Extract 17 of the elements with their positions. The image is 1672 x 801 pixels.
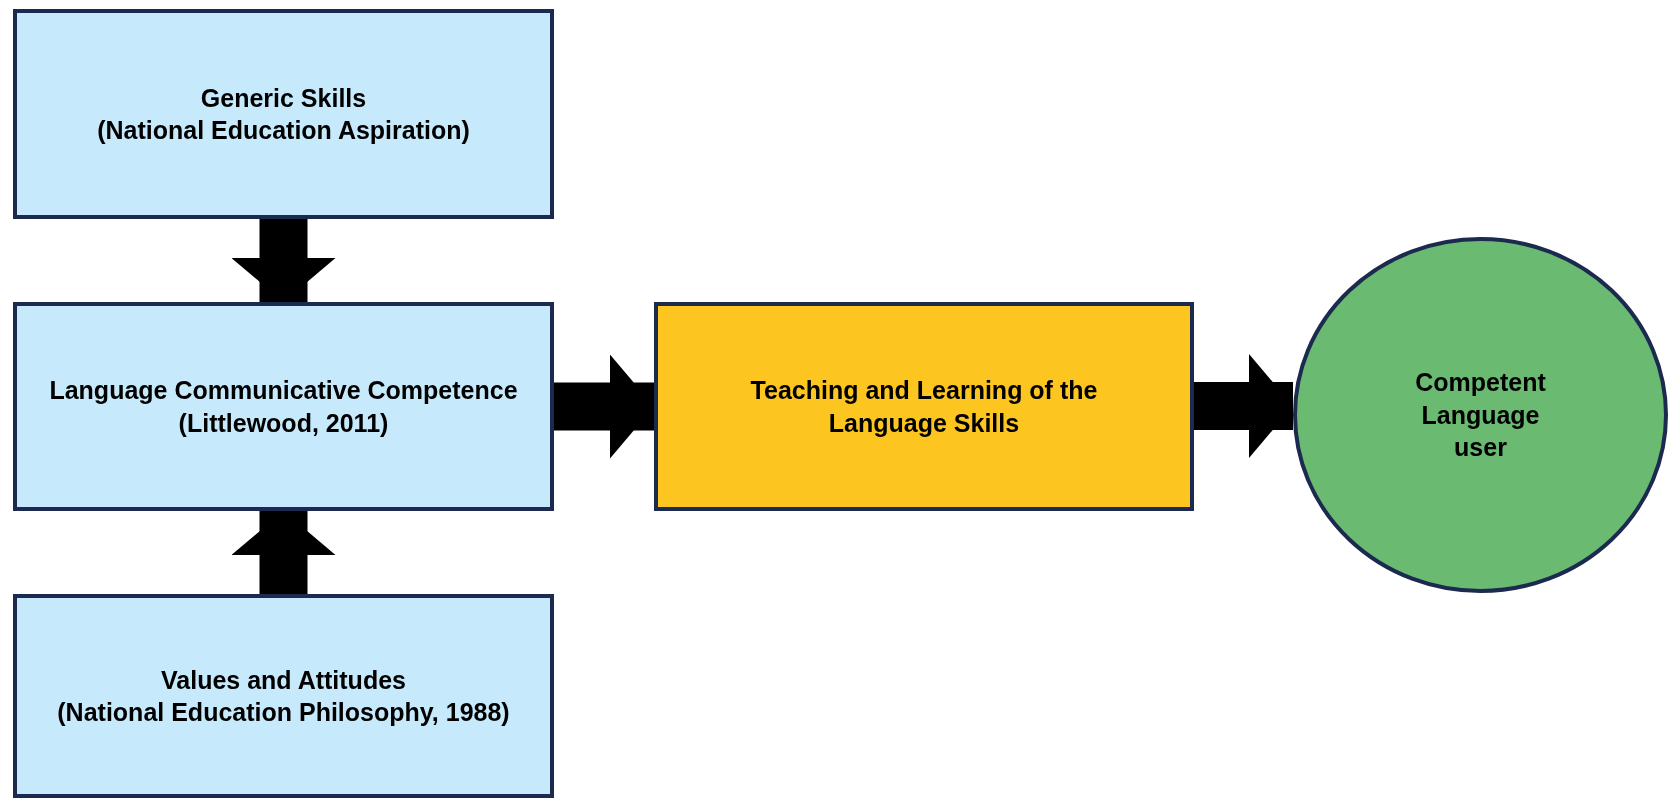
node-label: (Littlewood, 2011) (178, 407, 389, 439)
block-arrow (554, 354, 654, 459)
outcome-circle (1293, 237, 1668, 593)
block-arrow (231, 219, 336, 302)
node-label: Values and Attitudes (161, 664, 406, 696)
node-label: Competent Language user (1414, 367, 1547, 464)
process-box (13, 302, 554, 511)
node-label: Teaching and Learning of the Language Skills (749, 375, 1099, 439)
node-label: (National Education Aspiration) (97, 115, 470, 146)
block-arrow (1194, 354, 1293, 458)
process-box (13, 9, 554, 219)
process-box (654, 302, 1194, 511)
node-label: Language Communicative Competence (49, 375, 518, 406)
node-label: Generic Skills (200, 82, 367, 114)
node-label: (National Education Philosophy, 1988) (57, 697, 510, 728)
block-arrow (231, 511, 336, 594)
process-box (13, 594, 554, 798)
